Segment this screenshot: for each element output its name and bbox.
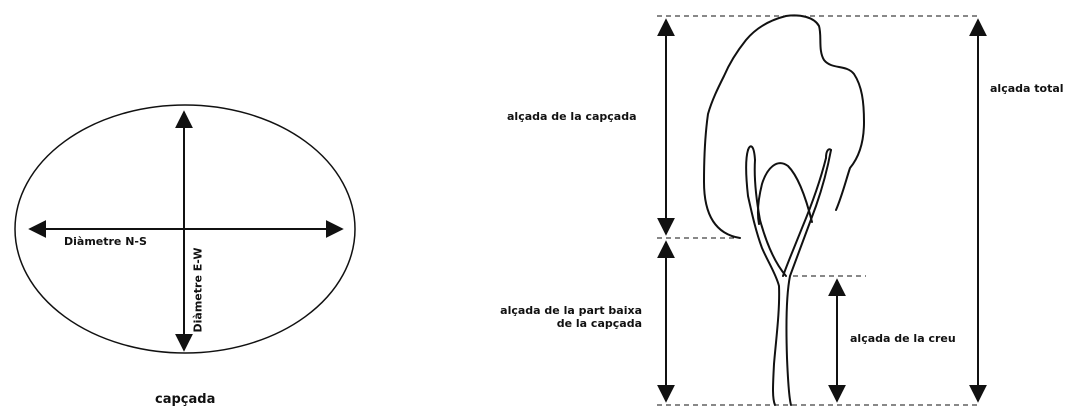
lower-crown-height-label: alçada de la part baixa de la capçada	[478, 304, 642, 330]
diameter-ew-label: Diàmetre E-W	[191, 247, 205, 333]
tree-trunk-left-inner	[753, 159, 787, 277]
diameter-ns-label: Diàmetre N-S	[64, 235, 147, 248]
crown-height-label: alçada de la capçada	[507, 110, 637, 123]
tree-trunk-right-inner	[782, 157, 827, 277]
tree-trunk-left	[745, 149, 781, 406]
total-height-label: alçada total	[990, 82, 1064, 95]
lower-crown-height-line1: alçada de la part baixa	[500, 304, 642, 317]
tree-trunk-right	[785, 149, 832, 406]
tree-branch-tip-right	[825, 148, 832, 159]
tree-branch-tip-left	[747, 145, 756, 161]
tree-crown-outline	[703, 14, 865, 239]
lower-crown-height-line2: de la capçada	[556, 317, 642, 330]
tree-inner-branch	[757, 162, 813, 225]
crown-caption: capçada	[155, 392, 216, 407]
crown-outline	[14, 104, 356, 354]
tree-drawing	[703, 14, 865, 406]
fork-height-label: alçada de la creu	[850, 332, 956, 345]
